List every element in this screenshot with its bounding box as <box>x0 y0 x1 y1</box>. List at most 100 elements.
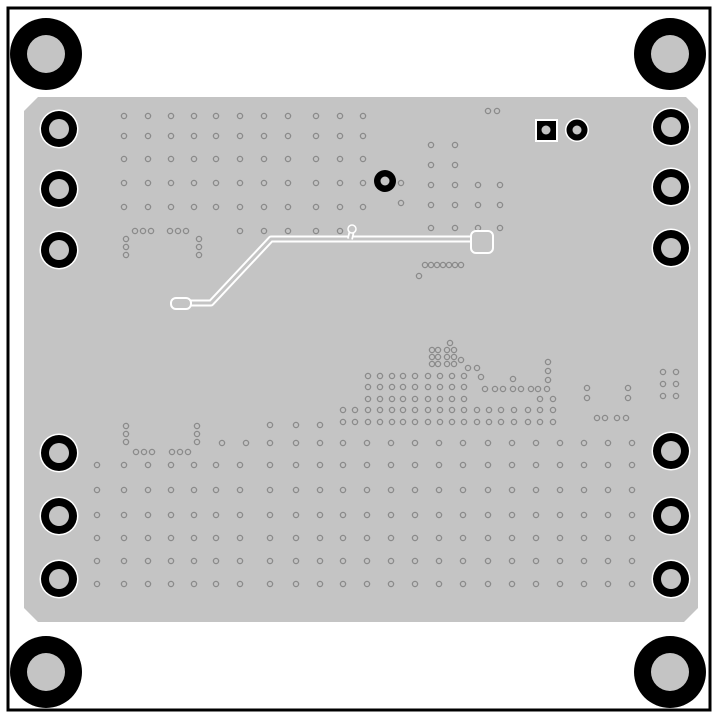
via-icon <box>266 461 274 469</box>
via-icon <box>359 132 367 140</box>
via-icon <box>364 406 372 414</box>
via-icon <box>556 557 564 565</box>
via-icon <box>193 422 201 430</box>
via-icon <box>316 421 324 429</box>
via-icon <box>144 534 152 542</box>
via-icon <box>339 486 347 494</box>
via-icon <box>436 395 444 403</box>
via-icon <box>439 261 447 269</box>
via-icon <box>363 486 371 494</box>
via-icon <box>339 511 347 519</box>
via-icon <box>339 580 347 588</box>
via-icon <box>339 406 347 414</box>
via-icon <box>411 486 419 494</box>
via-icon <box>532 486 540 494</box>
via-icon <box>351 406 359 414</box>
via-icon <box>120 179 128 187</box>
via-icon <box>316 557 324 565</box>
via-icon <box>436 383 444 391</box>
via-icon <box>359 179 367 187</box>
pad-drill <box>661 441 681 461</box>
via-icon <box>122 422 130 430</box>
via-icon <box>411 439 419 447</box>
via-icon <box>212 461 220 469</box>
via-icon <box>364 395 372 403</box>
via-icon <box>144 179 152 187</box>
via-icon <box>672 380 680 388</box>
via-icon <box>484 511 492 519</box>
via-icon <box>435 557 443 565</box>
mounting-hole-drill <box>651 35 689 73</box>
via-icon <box>659 368 667 376</box>
via-icon <box>190 557 198 565</box>
via-icon <box>93 486 101 494</box>
mounting-hole-drill <box>27 653 65 691</box>
via-icon <box>549 406 557 414</box>
via-icon <box>399 406 407 414</box>
via-icon <box>628 557 636 565</box>
via-icon <box>195 243 203 251</box>
via-icon <box>508 439 516 447</box>
via-icon <box>236 580 244 588</box>
via-icon <box>510 418 518 426</box>
via-icon <box>266 511 274 519</box>
via-icon <box>532 580 540 588</box>
via-icon <box>168 448 176 456</box>
via-icon <box>622 414 630 422</box>
via-icon <box>260 155 268 163</box>
via-icon <box>93 580 101 588</box>
via-icon <box>312 179 320 187</box>
via-icon <box>613 414 621 422</box>
via-icon <box>218 439 226 447</box>
via-icon <box>312 132 320 140</box>
via-icon <box>122 430 130 438</box>
via-icon <box>435 461 443 469</box>
via-icon <box>508 557 516 565</box>
via-icon <box>448 395 456 403</box>
via-icon <box>144 112 152 120</box>
via-icon <box>93 557 101 565</box>
via-icon <box>556 511 564 519</box>
via-icon <box>292 461 300 469</box>
pad-group <box>10 18 706 708</box>
pad-drill <box>661 117 681 137</box>
via-icon <box>509 385 517 393</box>
via-icon <box>484 580 492 588</box>
via-icon <box>496 224 504 232</box>
via-icon <box>316 486 324 494</box>
via-icon <box>604 511 612 519</box>
via-icon <box>387 557 395 565</box>
via-icon <box>399 395 407 403</box>
via-icon <box>484 486 492 494</box>
via-icon <box>339 534 347 542</box>
via-icon <box>122 235 130 243</box>
via-icon <box>292 486 300 494</box>
via-icon <box>509 375 517 383</box>
pad-drill <box>572 125 582 135</box>
via-icon <box>376 418 384 426</box>
via-icon <box>364 383 372 391</box>
via-icon <box>190 203 198 211</box>
pad-drill <box>380 176 390 186</box>
via-icon <box>376 395 384 403</box>
via-icon <box>628 534 636 542</box>
via-icon <box>190 132 198 140</box>
via-icon <box>212 132 220 140</box>
via-icon <box>388 395 396 403</box>
via-icon <box>359 203 367 211</box>
via-icon <box>190 112 198 120</box>
via-icon <box>424 372 432 380</box>
via-icon <box>236 155 244 163</box>
via-icon <box>448 406 456 414</box>
via-icon <box>336 227 344 235</box>
via-icon <box>411 557 419 565</box>
via-icon <box>544 376 552 384</box>
via-icon <box>363 461 371 469</box>
via-icon <box>93 461 101 469</box>
via-icon <box>624 384 632 392</box>
via-icon <box>167 461 175 469</box>
via-icon <box>534 385 542 393</box>
via-icon <box>493 107 501 115</box>
via-icon <box>580 580 588 588</box>
via-icon <box>443 346 451 354</box>
